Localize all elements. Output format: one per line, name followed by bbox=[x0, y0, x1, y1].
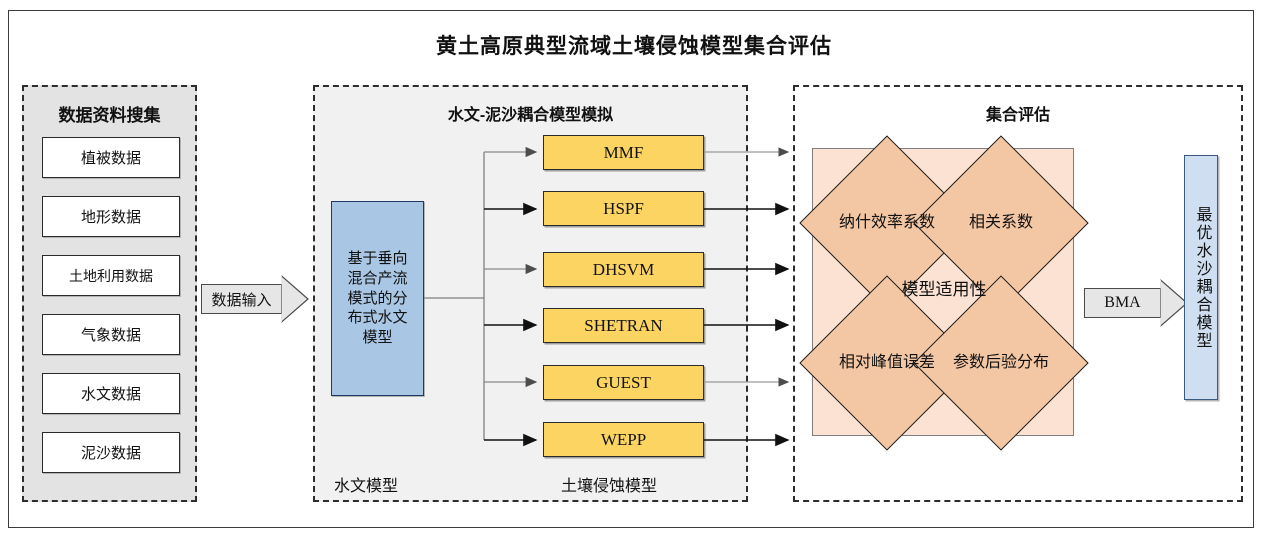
model-box-wepp[interactable]: WEPP bbox=[543, 422, 704, 457]
arrow-data-input-head bbox=[281, 275, 309, 323]
panel-title-evaluation: 集合评估 bbox=[985, 107, 1050, 124]
arrow-bma-head bbox=[1160, 279, 1188, 327]
data-item-meteorology[interactable]: 气象数据 bbox=[42, 314, 180, 355]
panel-data-collection: 数据资料搜集 植被数据 地形数据 土地利用数据 气象数据 水文数据 泥沙数据 bbox=[22, 85, 197, 502]
panel-title-simulation: 水文-泥沙耦合模型模拟 bbox=[447, 107, 614, 124]
arrow-bma-label: BMA bbox=[1104, 294, 1141, 311]
optimal-coupled-model-box[interactable]: 最优水沙耦合模型 bbox=[1184, 155, 1218, 400]
arrow-bma: BMA bbox=[1084, 279, 1188, 327]
data-item-vegetation[interactable]: 植被数据 bbox=[42, 137, 180, 178]
data-item-landuse[interactable]: 土地利用数据 bbox=[42, 255, 180, 296]
arrow-data-input-label: 数据输入 bbox=[211, 291, 272, 309]
criterion-label-relative-peak-error: 相对峰值误差 bbox=[838, 354, 935, 371]
criterion-label-posterior-distribution: 参数后验分布 bbox=[952, 354, 1049, 371]
model-box-shetran[interactable]: SHETRAN bbox=[543, 308, 704, 343]
criterion-label-nash-efficiency: 纳什效率系数 bbox=[838, 214, 935, 231]
label-soil-erosion-model: 土壤侵蚀模型 bbox=[561, 478, 658, 495]
hydrological-model-box[interactable]: 基于垂向混合产流模式的分布式水文模型 bbox=[331, 201, 424, 396]
page-title: 黄土高原典型流域土壤侵蚀模型集合评估 bbox=[436, 35, 832, 58]
label-model-applicability: 模型适用性 bbox=[901, 280, 987, 299]
model-box-hspf[interactable]: HSPF bbox=[543, 191, 704, 226]
model-box-guest[interactable]: GUEST bbox=[543, 365, 704, 400]
panel-title-data-collection: 数据资料搜集 bbox=[58, 106, 161, 125]
data-item-sediment[interactable]: 泥沙数据 bbox=[42, 432, 180, 473]
model-box-dhsvm[interactable]: DHSVM bbox=[543, 252, 704, 287]
criterion-label-correlation: 相关系数 bbox=[968, 214, 1033, 231]
model-applicability-region: 纳什效率系数 相关系数 相对峰值误差 参数后验分布 模型适用性 bbox=[799, 135, 1089, 451]
data-item-hydrology[interactable]: 水文数据 bbox=[42, 373, 180, 414]
arrow-data-input: 数据输入 bbox=[201, 275, 309, 323]
label-hydrological-model: 水文模型 bbox=[334, 478, 399, 495]
data-item-terrain[interactable]: 地形数据 bbox=[42, 196, 180, 237]
model-box-mmf[interactable]: MMF bbox=[543, 135, 704, 170]
